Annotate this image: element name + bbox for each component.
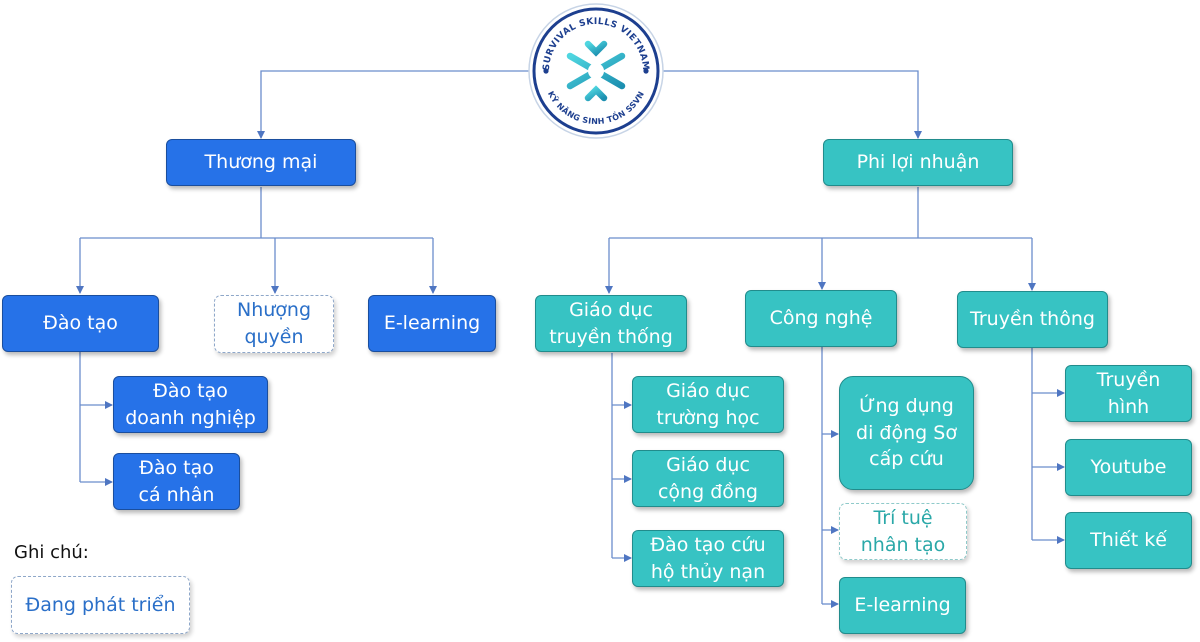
traditional-education-node: Giáo dục truyền thống: [535, 295, 687, 352]
training-node: Đào tạo: [2, 295, 159, 352]
community-education-node: Giáo dục cộng đồng: [632, 450, 784, 507]
commercial-node: Thương mại: [166, 139, 356, 186]
business-training-node: Đào tạo doanh nghiệp: [113, 376, 268, 433]
legend-in-development: Đang phát triển: [11, 576, 190, 634]
youtube-node: Youtube: [1065, 439, 1192, 496]
media-node: Truyền thông: [957, 291, 1108, 348]
school-education-node: Giáo dục trường học: [632, 376, 784, 433]
design-node: Thiết kế: [1065, 512, 1192, 569]
elearning-nonprofit-node: E-learning: [839, 577, 966, 634]
water-rescue-training-node: Đào tạo cứu hộ thủy nạn: [632, 530, 784, 587]
television-node: Truyền hình: [1065, 365, 1192, 422]
ssvn-logo: SURVIVAL SKILLS VIETNAM KỸ NĂNG SINH TỒN…: [528, 3, 664, 139]
nonprofit-node: Phi lợi nhuận: [823, 139, 1013, 186]
franchise-node-in-development: Nhượng quyền: [214, 295, 334, 353]
elearning-commercial-node: E-learning: [368, 295, 496, 352]
first-aid-app-node: Ứng dụng di động Sơ cấp cứu: [839, 376, 974, 490]
personal-training-node: Đào tạo cá nhân: [113, 453, 240, 510]
legend-label: Ghi chú:: [14, 542, 89, 563]
technology-node: Công nghệ: [745, 290, 897, 347]
ai-node-in-development: Trí tuệ nhân tạo: [839, 503, 967, 560]
